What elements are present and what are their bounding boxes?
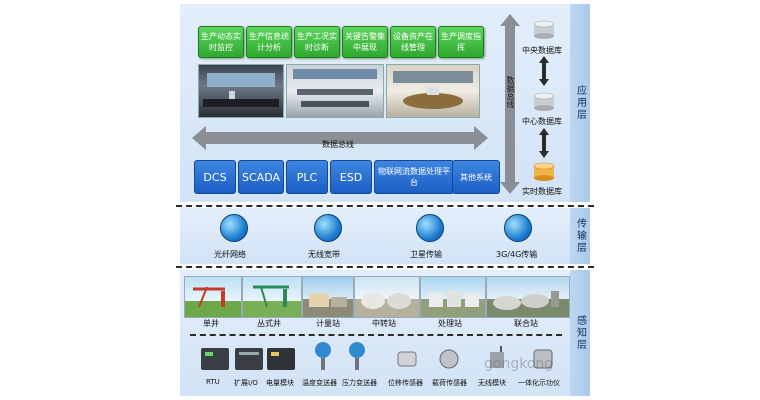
central-database-label: 中央数据库 — [522, 46, 562, 55]
satellite-globe-icon — [416, 214, 444, 242]
system-other: 其他系统 — [452, 160, 500, 194]
satellite-label: 卫星传输 — [410, 250, 442, 259]
displacement-sensor-icon — [397, 351, 417, 367]
control-room-photo-2 — [286, 64, 384, 118]
layer-divider-2 — [176, 266, 594, 268]
data-bus-vertical-arrow — [500, 14, 520, 194]
transmission-layer-label: 传输层 — [574, 218, 586, 254]
power-module-label: 电量模块 — [266, 379, 294, 387]
transfer-station-label: 中转站 — [372, 319, 396, 328]
central-database-icon — [533, 20, 555, 39]
control-room-photo-1 — [198, 64, 284, 118]
module-condition-diagnosis: 生产工况实时诊断 — [294, 26, 340, 58]
system-esd: ESD — [330, 160, 372, 194]
module-statistics-analysis: 生产信息统计分析 — [246, 26, 292, 58]
transfer-station-photo — [354, 276, 420, 318]
realtime-database-label: 实时数据库 — [522, 187, 562, 196]
data-bus-horizontal-label: 数据总线 — [322, 140, 354, 149]
metering-station-photo — [302, 276, 354, 318]
fiber-network-globe-icon — [220, 214, 248, 242]
db-link-arrow-2 — [539, 128, 549, 158]
pressure-transmitter-label: 压力变送器 — [342, 379, 377, 387]
data-bus-horizontal-arrow — [192, 126, 488, 150]
wireless-broadband-label: 无线宽带 — [308, 250, 340, 259]
watermark: gongkong — [484, 356, 554, 372]
single-well-photo — [184, 276, 242, 318]
single-well-label: 单井 — [203, 319, 219, 328]
load-sensor-label: 载荷传感器 — [432, 379, 467, 387]
joint-station-label: 联合站 — [514, 319, 538, 328]
module-dispatch-command: 生产调度指挥 — [438, 26, 484, 58]
extension-io-label: 扩展I/O — [234, 379, 258, 387]
module-realtime-monitoring: 生产动态实时监控 — [198, 26, 244, 58]
processing-station-label: 处理站 — [438, 319, 462, 328]
wireless-module-icon — [490, 346, 504, 368]
system-scada: SCADA — [238, 160, 284, 194]
rtu-icon — [201, 348, 229, 370]
mobile-3g4g-globe-icon — [504, 214, 532, 242]
temperature-transmitter-icon — [315, 342, 331, 370]
perception-layer-label: 感知层 — [574, 315, 586, 351]
power-module-icon — [267, 348, 295, 370]
joint-station-photo — [486, 276, 570, 318]
db-link-arrow-1 — [539, 56, 549, 86]
perception-layer-sidebar: 感知层 — [570, 270, 590, 396]
realtime-database-icon — [533, 162, 555, 181]
integrated-dynamometer-icon — [533, 349, 553, 369]
temperature-transmitter-label: 温度变送器 — [302, 379, 337, 387]
metering-station-label: 计量站 — [316, 319, 340, 328]
system-iot-stream-platform: 物联网流数据处理平台 — [374, 160, 454, 194]
processing-station-photo — [420, 276, 486, 318]
center-database-label: 中心数据库 — [522, 117, 562, 126]
wireless-broadband-globe-icon — [314, 214, 342, 242]
pressure-transmitter-icon — [349, 342, 365, 370]
layer-divider-1 — [176, 205, 594, 207]
mobile-3g4g-label: 3G/4G传输 — [496, 250, 538, 259]
rtu-label: RTU — [206, 378, 220, 386]
module-asset-management: 设备资产在线管理 — [390, 26, 436, 58]
application-layer-sidebar: 应用层 — [570, 4, 590, 202]
displacement-sensor-label: 位移传感器 — [388, 379, 423, 387]
center-database-icon — [533, 92, 555, 111]
control-room-photo-3 — [386, 64, 480, 118]
extension-io-icon — [235, 348, 263, 370]
module-alarm-display: 关键告警集中展现 — [342, 26, 388, 58]
application-layer-label: 应用层 — [574, 85, 586, 121]
perception-divider — [190, 334, 562, 336]
system-dcs: DCS — [194, 160, 236, 194]
wireless-module-label: 无线模块 — [478, 379, 506, 387]
system-plc: PLC — [286, 160, 328, 194]
data-bus-vertical-label: 数据总线 — [506, 76, 515, 108]
fiber-network-label: 光纤网络 — [214, 250, 246, 259]
integrated-dynamometer-label: 一体化示功仪 — [518, 379, 560, 387]
transmission-layer-sidebar: 传输层 — [570, 208, 590, 264]
cluster-well-label: 丛式井 — [257, 319, 281, 328]
load-sensor-icon — [439, 349, 459, 369]
cluster-well-photo — [242, 276, 302, 318]
